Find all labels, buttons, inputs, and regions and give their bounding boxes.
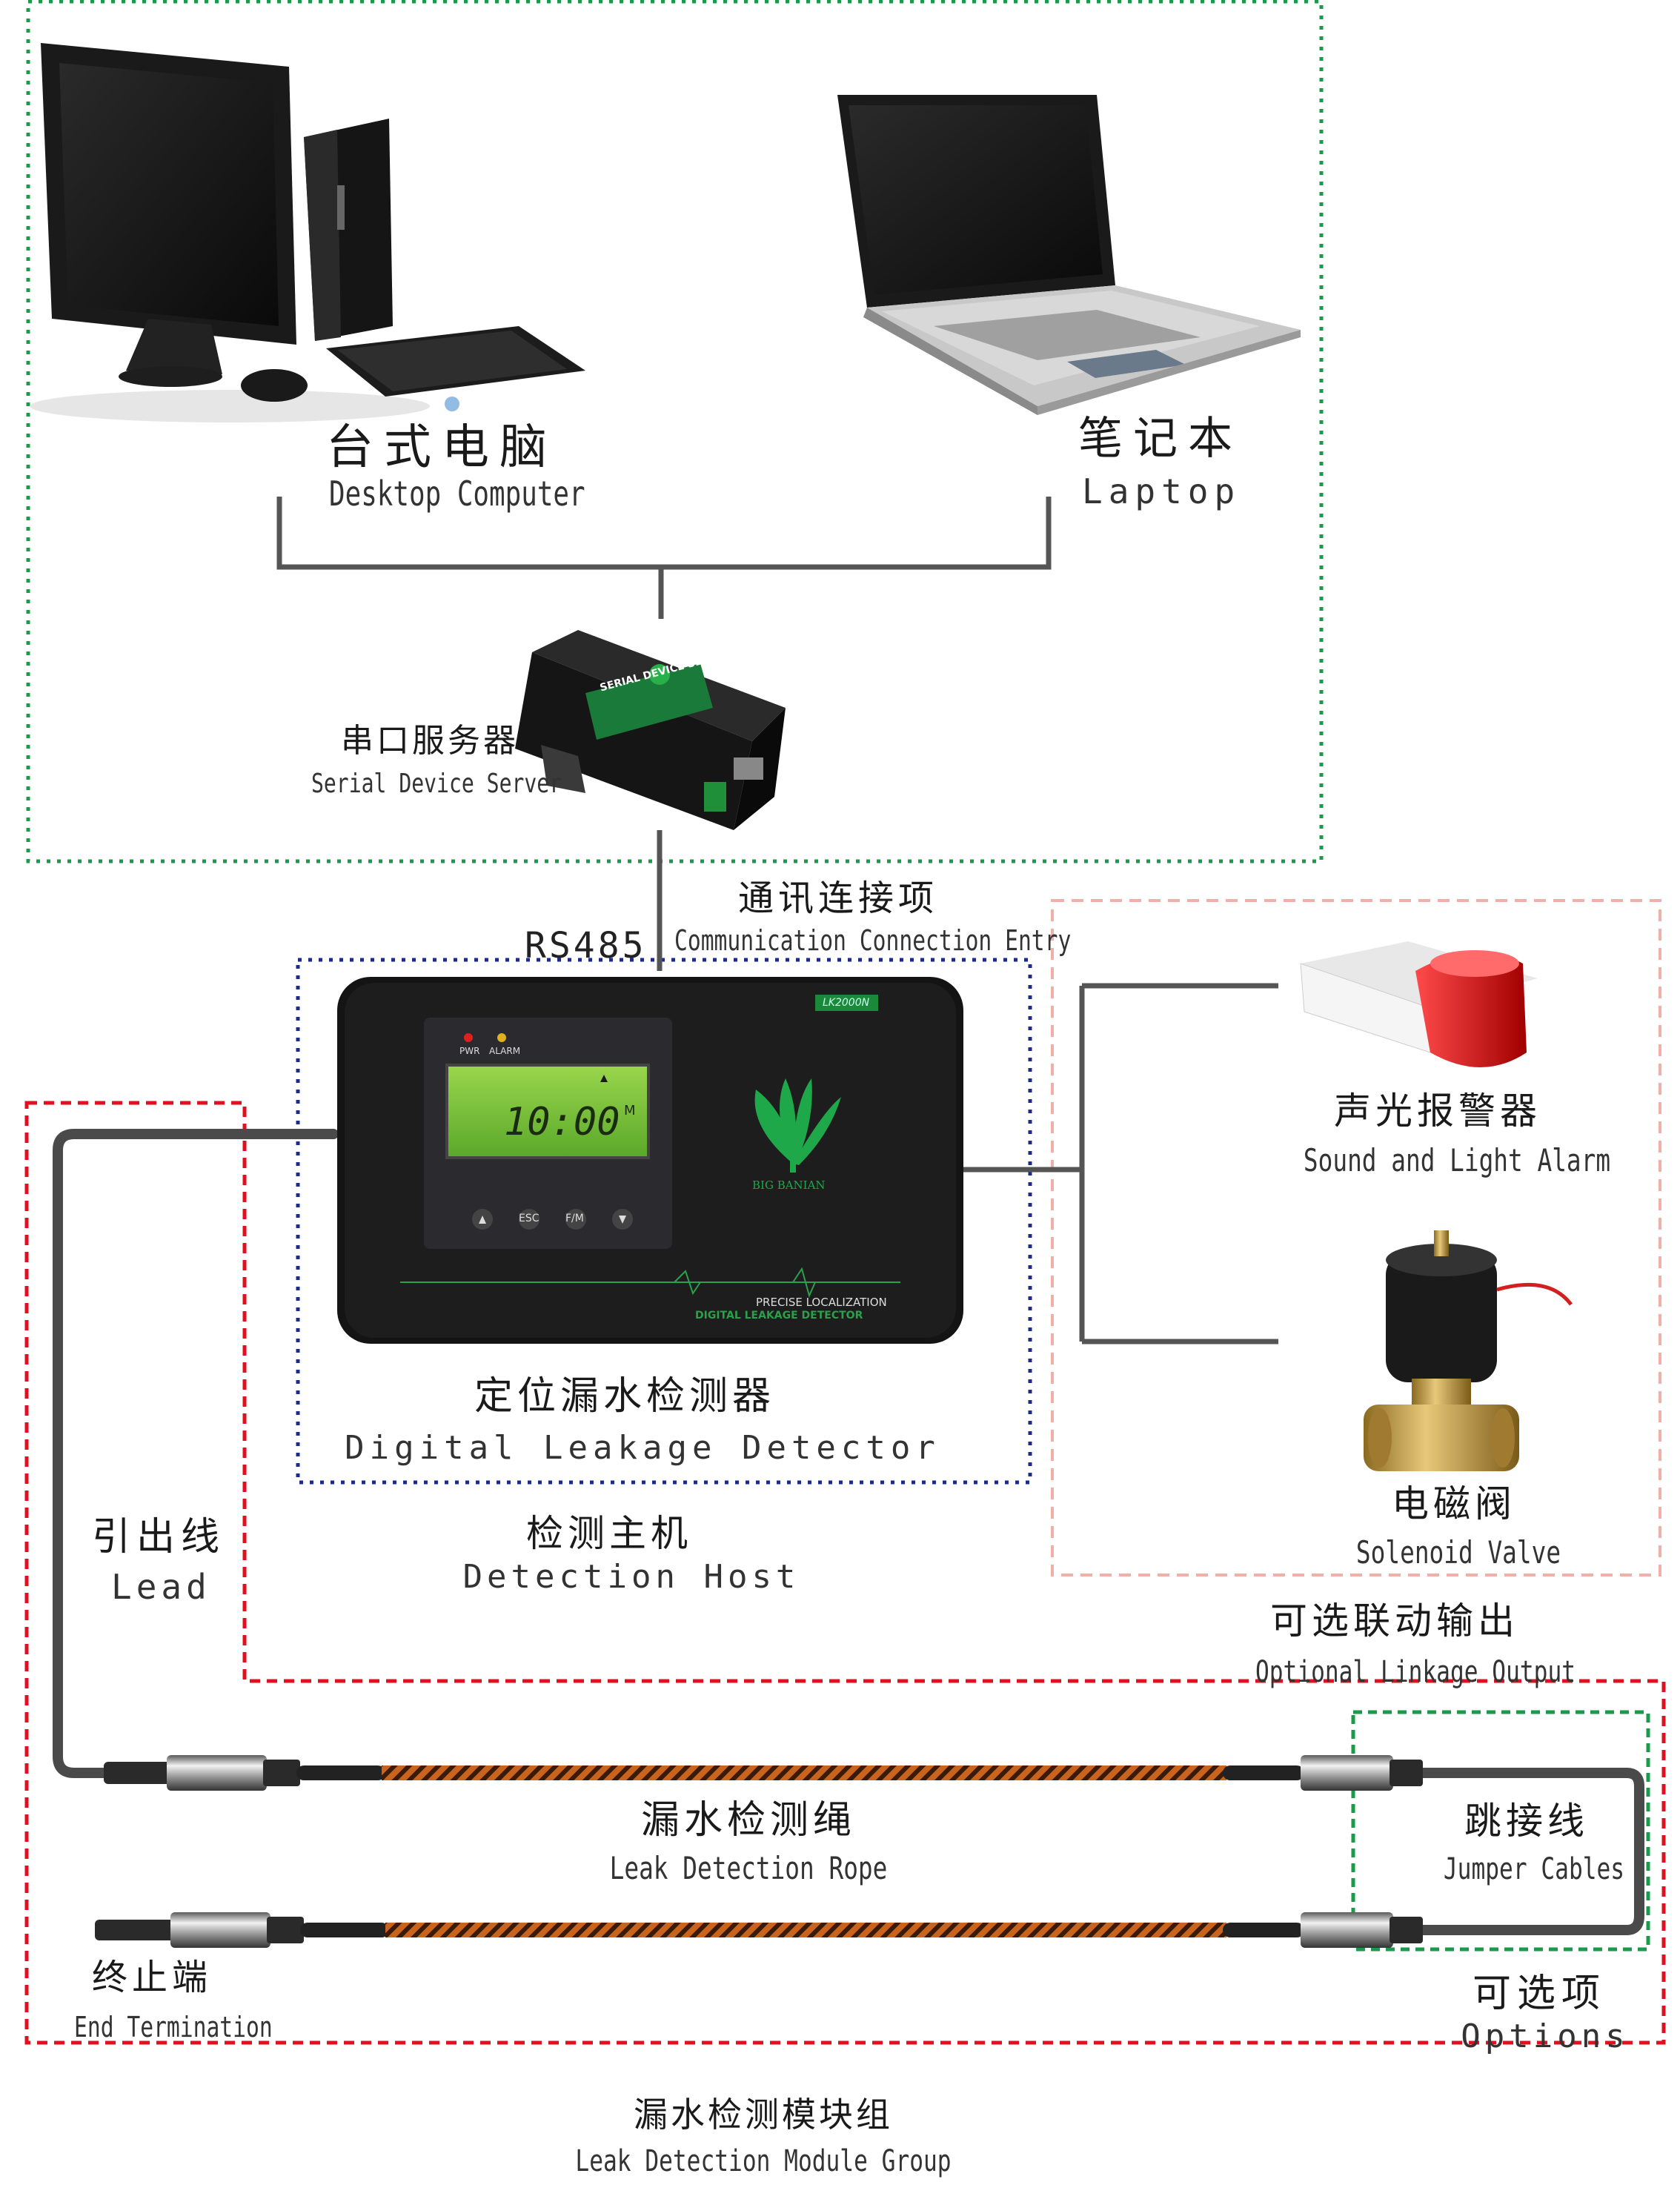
brand-name: BIG BANIAN [752, 1178, 826, 1192]
lead-label-zh: 引出线 [92, 1515, 226, 1559]
laptop-label-zh: 笔记本 [1078, 413, 1243, 465]
linkage-group-label-en: Optional Linkage Output [1255, 1655, 1576, 1689]
desktop-label-zh: 台式电脑 [326, 420, 557, 475]
laptop-label-en: Laptop [1082, 471, 1241, 511]
lead-wire [53, 1129, 339, 1778]
lead-label-en: Lead [111, 1567, 211, 1607]
detector-tagline-1: PRECISE LOCALIZATION [756, 1296, 887, 1309]
linkage-zone-border [1051, 899, 1661, 1576]
alarm-label-zh: 声光报警器 [1334, 1090, 1541, 1133]
rope-label-zh: 漏水检测绳 [640, 1798, 857, 1843]
communication-label-en: Communication Connection Entry [674, 924, 1072, 957]
solenoid-valve-image [1364, 1230, 1573, 1471]
alarm-led-label: ALARM [489, 1046, 521, 1056]
valve-label-zh: 电磁阀 [1392, 1482, 1516, 1525]
pwr-led-label: PWR [459, 1046, 480, 1056]
leak-rope-upper [104, 1755, 1423, 1791]
valve-label-en: Solenoid Valve [1355, 1534, 1561, 1571]
lcd-screen [445, 1064, 650, 1159]
host-label-en: Detection Host [462, 1558, 800, 1596]
computer-bracket [276, 497, 1052, 619]
serial-server-label-zh: 串口服务器 [341, 722, 519, 760]
desktop-computer-image [30, 43, 585, 422]
host-zone-border [296, 958, 1032, 1485]
linkage-group-label-zh: 可选联动输出 [1270, 1599, 1519, 1642]
alarm-label-en: Sound and Light Alarm [1303, 1142, 1611, 1178]
jumper-label-en: Jumper Cables [1443, 1852, 1625, 1886]
options-label-zh: 可选项 [1472, 1972, 1607, 2016]
options-label-en: Options [1461, 2017, 1630, 2055]
module-group-label-en: Leak Detection Module Group [575, 2144, 952, 2178]
module-group-label-zh: 漏水检测模块组 [634, 2095, 893, 2135]
computer-zone-border [26, 0, 1324, 863]
serial-server-label-en: Serial Device Server [311, 769, 562, 799]
model-badge: LK2000N [823, 997, 870, 1009]
alarm-led [497, 1033, 506, 1042]
serial-server-image [515, 630, 786, 830]
module-group-border [24, 1101, 1666, 2045]
pwr-led [464, 1033, 473, 1042]
rs485-label: RS485 [525, 925, 647, 966]
lcd-unit: M [624, 1103, 636, 1118]
jumper-label-zh: 跳接线 [1464, 1800, 1589, 1843]
sound-light-alarm-image [1300, 941, 1538, 1067]
detector-tagline-2: DIGITAL LEAKAGE DETECTOR [695, 1310, 863, 1322]
lcd-value: 10:00 [504, 1100, 620, 1144]
leak-rope-lower [95, 1912, 1423, 1948]
jumper-wire [1408, 1768, 1644, 1935]
detector-label-zh: 定位漏水检测器 [474, 1374, 776, 1419]
detector-image [337, 977, 963, 1344]
desktop-label-en: Desktop Computer [329, 474, 585, 514]
laptop-image [837, 95, 1301, 415]
communication-label-zh: 通讯连接项 [738, 878, 939, 919]
esc-button-label: ESC [519, 1213, 539, 1224]
linkage-wire [952, 983, 1278, 1345]
host-label-zh: 检测主机 [526, 1512, 692, 1555]
fm-button-label: F/M [565, 1213, 584, 1224]
end-termination-label-en: End Termination [74, 2011, 273, 2043]
rope-label-en: Leak Detection Rope [609, 1850, 888, 1886]
detector-label-en: Digital Leakage Detector [345, 1429, 940, 1467]
end-termination-label-zh: 终止端 [92, 1957, 213, 1998]
banian-logo [754, 1078, 841, 1173]
